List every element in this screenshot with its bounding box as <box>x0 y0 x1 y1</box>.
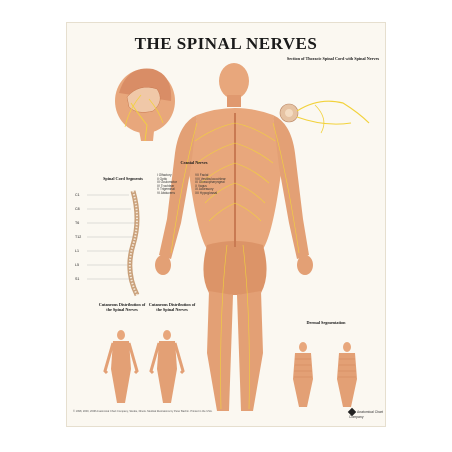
cranial-row: VIII Vestibulocochlear <box>195 176 226 181</box>
main-body-figure <box>155 63 313 411</box>
cranial-row: XI Accessory <box>195 187 214 192</box>
cutaneous-anterior-header: Cutaneous Distribution of the Spinal Ner… <box>98 302 146 312</box>
cranial-row: VII Facial <box>195 173 209 177</box>
dermal-front-figure <box>293 342 313 407</box>
dermal-back-figure <box>337 342 357 407</box>
cranial-row: I Olfactory <box>157 173 172 177</box>
cranial-nerve-table: I Olfactory II Optic III Oculomotor IV T… <box>157 173 235 195</box>
cutaneous-posterior-figure <box>149 330 185 403</box>
cranial-row: X Vagus <box>195 183 207 188</box>
spinal-level-label: L5 <box>75 263 79 267</box>
spinal-level-label: S1 <box>75 277 80 281</box>
cranial-row: IV Trochlear <box>157 183 175 188</box>
cutaneous-posterior-header: Cutaneous Distribution of the Spinal Ner… <box>148 302 196 312</box>
spinal-level-label: C1 <box>75 193 80 197</box>
cranial-row: IX Glossopharyngeal <box>195 180 225 185</box>
spinal-level-label: T6 <box>75 221 80 225</box>
cranial-nerve-table-right: VII Facial VIII Vestibulocochlear IX Glo… <box>195 173 273 195</box>
cranial-nerves-header: Cranial Nerves <box>180 160 208 165</box>
publisher-logo: Anatomical Chart Company <box>347 407 383 419</box>
dermal-segmentation-header: Dermal Segmentation <box>306 320 346 325</box>
copyright-footer: © 1998, 2000, 2008 Anatomical Chart Comp… <box>73 410 213 413</box>
spinal-nerves-poster: THE SPINAL NERVES <box>66 22 386 427</box>
cutaneous-anterior-figure <box>103 330 139 403</box>
cranial-row: VI Abducens <box>157 190 175 195</box>
spinal-column-illustration <box>87 190 140 297</box>
poster-title: THE SPINAL NERVES <box>134 34 318 53</box>
cranial-row: V Trigeminal <box>157 187 175 192</box>
cranial-row: III Oculomotor <box>157 180 178 185</box>
spinal-level-label: L1 <box>75 249 79 253</box>
spinal-level-label: C8 <box>75 207 80 211</box>
thoracic-cord-header: Section of Thoracic Spinal Cord with Spi… <box>286 56 380 61</box>
head-section-illustration <box>115 68 175 142</box>
thoracic-cord-illustration <box>279 100 370 134</box>
cranial-row: XII Hypoglossal <box>195 190 218 195</box>
anatomy-illustration <box>87 63 370 411</box>
spinal-cord-segments-header: Spinal Cord Segments <box>103 176 143 181</box>
cranial-row: II Optic <box>157 176 168 181</box>
spinal-level-label: T12 <box>75 235 82 239</box>
